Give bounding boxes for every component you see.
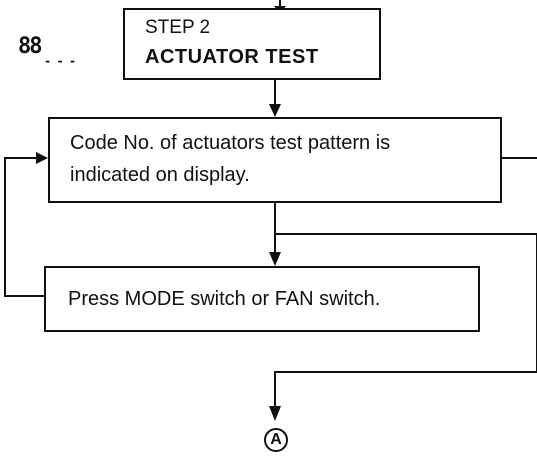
code-display-box — [48, 117, 502, 203]
step-box — [123, 8, 381, 80]
connector-circle — [264, 428, 288, 452]
code-to-press-arrowhead — [269, 252, 281, 266]
display-digits-icon: 88 — [18, 34, 42, 59]
step-title: ACTUATOR TEST — [145, 46, 319, 68]
code-box-line2: indicated on display. — [70, 164, 250, 186]
step-label: STEP 2 — [145, 17, 211, 38]
branch-arrowhead — [269, 406, 281, 421]
step-to-code-arrowhead — [269, 104, 281, 117]
connector-label: A — [270, 431, 282, 448]
display-segments-icon: - - - — [44, 54, 76, 68]
press-switch-box — [44, 266, 480, 332]
branch-line — [274, 233, 537, 408]
loop-back-line — [4, 157, 44, 297]
code-box-line1: Code No. of actuators test pattern is — [70, 132, 391, 154]
loop-back-arrowhead — [36, 152, 48, 164]
press-switch-text: Press MODE switch or FAN switch. — [68, 288, 381, 310]
